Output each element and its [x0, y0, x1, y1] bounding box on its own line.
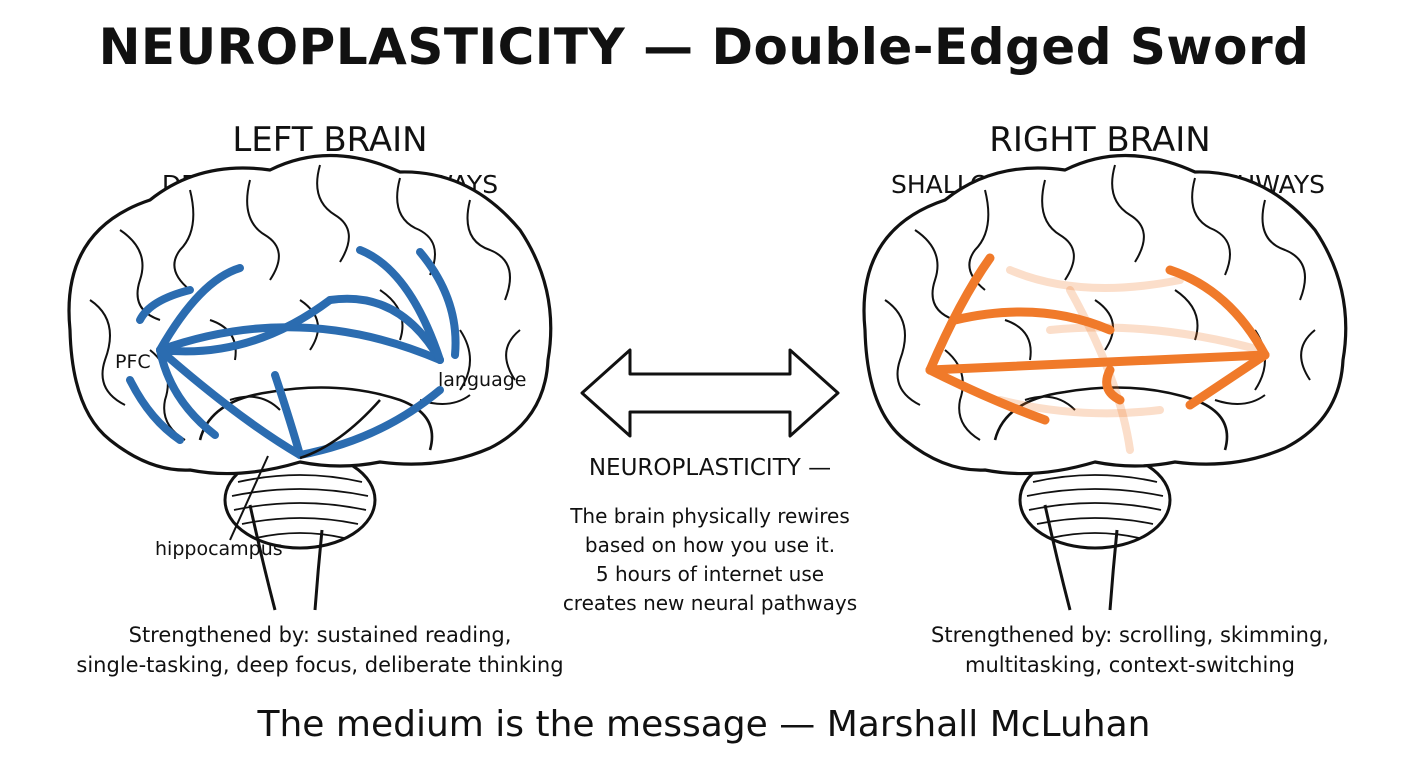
quote-footer: The medium is the message — Marshall McL… [257, 704, 1151, 745]
language-label: language [438, 369, 526, 391]
page-title: NEUROPLASTICITY — Double-Edged Sword [98, 18, 1310, 76]
right-caption-line-2: multitasking, context-switching [965, 653, 1295, 677]
right-brain-pathways [925, 253, 1270, 425]
center-note-line-1: The brain physically rewires [570, 504, 850, 528]
center-note-line-2: based on how you use it. [584, 533, 836, 557]
left-caption-line-1: Strengthened by: sustained reading, [128, 623, 512, 647]
hippocampus-label: hippocampus [155, 538, 283, 560]
left-brain-heading: LEFT BRAIN [232, 120, 428, 160]
double-headed-arrow-icon [580, 348, 840, 438]
left-brain-caption: Strengthened by: sustained reading, sing… [20, 620, 620, 680]
center-note-body: The brain physically rewires based on ho… [540, 502, 880, 618]
right-caption-line-1: Strengthened by: scrolling, skimming, [931, 623, 1329, 647]
left-caption-line-2: single-tasking, deep focus, deliberate t… [76, 653, 564, 677]
pfc-label: PFC [115, 351, 151, 373]
right-brain-heading: RIGHT BRAIN [989, 120, 1211, 160]
center-note-line-4: creates new neural pathways [562, 591, 858, 615]
right-brain-caption: Strengthened by: scrolling, skimming, mu… [850, 620, 1408, 680]
left-brain-illustration: PFC language hippocampus [67, 153, 553, 612]
center-note-line-3: 5 hours of internet use [595, 562, 825, 586]
right-brain-illustration [862, 153, 1348, 612]
center-note-heading: NEUROPLASTICITY — [588, 455, 832, 481]
